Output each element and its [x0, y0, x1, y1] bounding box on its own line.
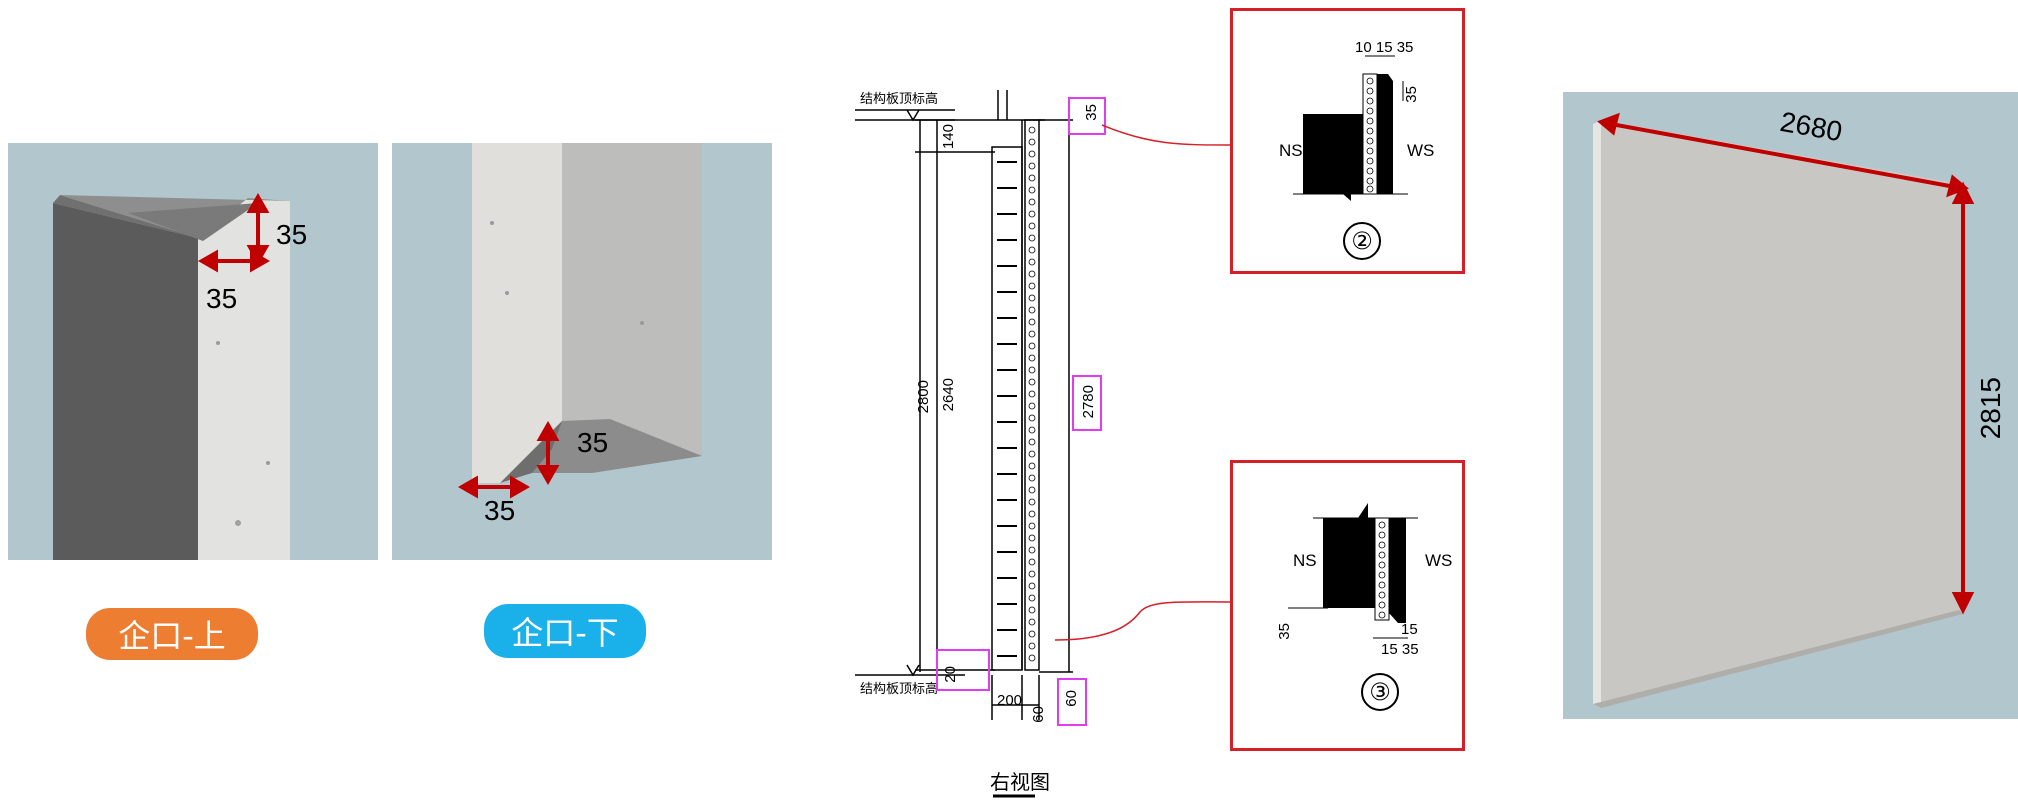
- upper-tongue-render: [8, 143, 378, 560]
- side-elevation-drawing: [855, 90, 1073, 798]
- highlight-bottom-offset: [936, 649, 990, 691]
- detail-bottom-ws: WS: [1425, 551, 1453, 570]
- detail-bottom-marker: ③: [1361, 673, 1399, 711]
- detail-bottom: 35 15 15 35 NS WS ③: [1230, 460, 1465, 751]
- detail-top-marker: ②: [1343, 222, 1381, 260]
- dim-horizontal-35: 35: [484, 495, 516, 526]
- detail-bottom-upper-dim: 15: [1401, 621, 1418, 638]
- dim-arrows: [197, 192, 271, 273]
- detail-top-side-dim: 35: [1403, 86, 1420, 103]
- dim-horizontal-35: 35: [206, 283, 238, 314]
- dim-vertical-35: 35: [577, 427, 609, 458]
- highlight-top-offset: [1068, 97, 1106, 135]
- detail-top-ws: WS: [1407, 141, 1435, 160]
- detail-bottom-left-dim: 35: [1276, 623, 1293, 640]
- dim-height-2815: 2815: [1975, 377, 2006, 440]
- dim-wall-width: 200: [997, 692, 1023, 709]
- highlight-outer-width: [1057, 678, 1087, 726]
- upper-tongue-view: 35 35: [8, 143, 378, 560]
- caption-lower-tongue: 企口-下: [484, 604, 646, 658]
- lower-tongue-render: [392, 143, 772, 560]
- dim-vertical-35: 35: [276, 219, 308, 250]
- detail-bottom-ns: NS: [1293, 551, 1317, 570]
- detail-top-ns: NS: [1279, 141, 1303, 160]
- top-level-label: 结构板顶标高: [860, 91, 939, 106]
- detail-top: 10 15 35 35 NS WS ②: [1230, 8, 1465, 274]
- detail-bottom-dims: 15 35: [1381, 641, 1419, 658]
- detail-bottom-drawing: [1288, 503, 1418, 639]
- highlight-insulation-height: [1072, 375, 1102, 431]
- detail-top-drawing: [1293, 55, 1408, 201]
- dim-arrows: [457, 420, 560, 499]
- bottom-level-label: 结构板顶标高: [860, 681, 939, 696]
- lower-tongue-view: 35 35: [392, 143, 772, 560]
- wall-panel-render: [1563, 92, 2018, 719]
- dim-arrows: [1597, 112, 1975, 615]
- wall-panel-3d-view: 2680 2815: [1563, 92, 2018, 719]
- caption-upper-tongue: 企口-上: [86, 608, 258, 660]
- detail-top-dims: 10 15 35: [1355, 39, 1414, 56]
- elevation-caption: 右视图: [990, 770, 1050, 794]
